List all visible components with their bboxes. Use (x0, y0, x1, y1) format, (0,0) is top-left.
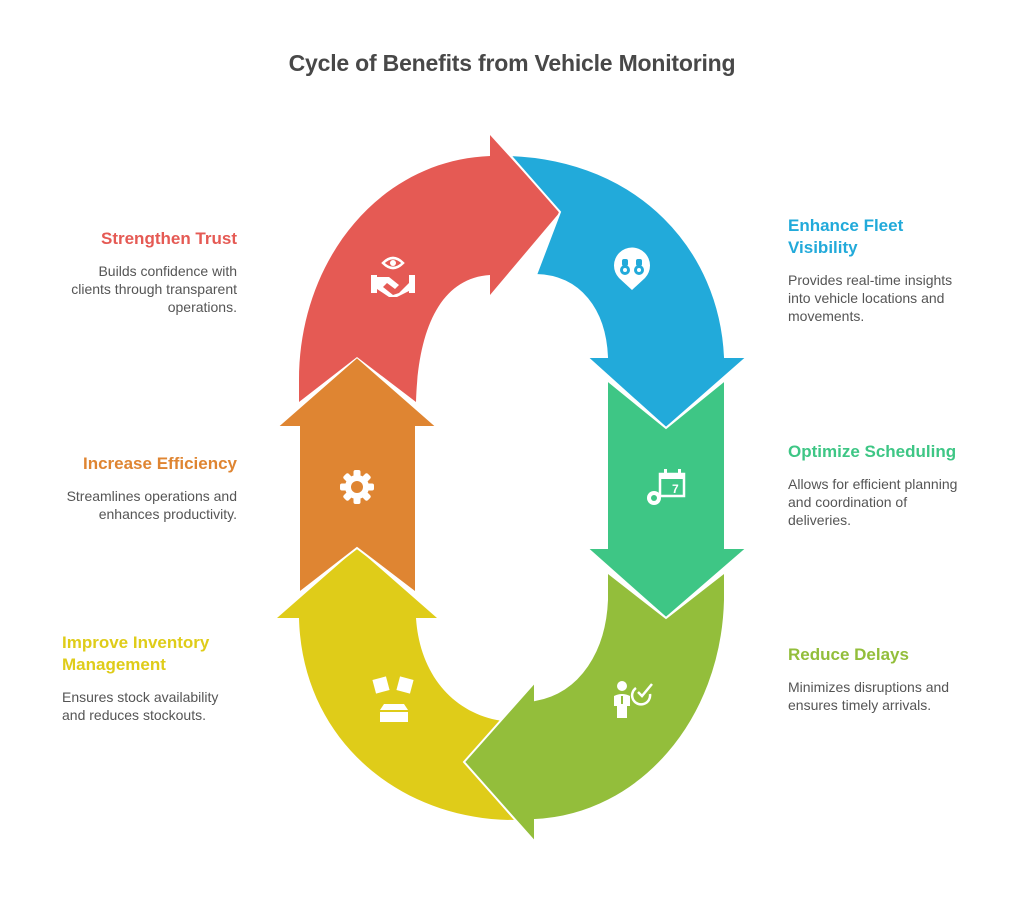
step-optimize-scheduling: Optimize Scheduling Allows for efficient… (788, 441, 998, 529)
desc-line: Builds confidence with (98, 263, 237, 279)
heading-line: Visibility (788, 238, 858, 257)
desc-line: clients through transparent (71, 281, 237, 297)
gear-icon (340, 470, 374, 504)
step-heading: Reduce Delays (788, 645, 909, 664)
step-description: Ensures stock availability and reduces s… (62, 688, 262, 724)
segment-improve-inventory (277, 548, 514, 820)
step-heading: Strengthen Trust (100, 229, 237, 248)
step-increase-efficiency: Increase Efficiency Streamlines operatio… (37, 453, 237, 523)
calendar-gear-icon: 7 (647, 469, 686, 505)
step-description: Streamlines operations and enhances prod… (37, 487, 237, 523)
desc-line: enhances productivity. (98, 506, 237, 522)
step-heading: Increase Efficiency (82, 454, 237, 473)
step-heading: Optimize Scheduling (788, 442, 957, 461)
desc-line: Minimizes disruptions and (788, 679, 950, 695)
heading-line: Improve Inventory (62, 633, 210, 652)
svg-text:7: 7 (672, 482, 679, 496)
diagram-title: Cycle of Benefits from Vehicle Monitorin… (288, 50, 736, 76)
desc-line: Provides real-time insights (788, 272, 953, 288)
step-description: Provides real-time insights into vehicle… (788, 271, 988, 325)
step-enhance-fleet-visibility: Enhance Fleet Visibility Provides real-t… (788, 215, 988, 325)
step-strengthen-trust: Strengthen Trust Builds confidence with … (37, 228, 237, 316)
handshake-eye-icon (371, 256, 415, 297)
ballot-box-icon (372, 676, 414, 722)
desc-line: Streamlines operations and (66, 488, 237, 504)
desc-line: Allows for efficient planning (788, 476, 958, 492)
desc-line: and reduces stockouts. (62, 707, 206, 723)
step-heading: Improve Inventory Management (62, 632, 262, 676)
step-heading: Enhance Fleet Visibility (788, 215, 988, 259)
heading-line: Enhance Fleet (788, 216, 904, 235)
desc-line: operations. (167, 299, 237, 315)
step-description: Builds confidence with clients through t… (37, 262, 237, 316)
step-improve-inventory: Improve Inventory Management Ensures sto… (62, 632, 262, 724)
desc-line: and coordination of (788, 494, 908, 510)
step-reduce-delays: Reduce Delays Minimizes disruptions and … (788, 644, 988, 714)
segment-enhance-fleet-visibility (507, 153, 750, 430)
step-description: Allows for efficient planning and coordi… (788, 475, 998, 529)
desc-line: deliveries. (788, 512, 852, 528)
person-check-icon (614, 681, 653, 718)
desc-line: into vehicle locations and (788, 290, 945, 306)
desc-line: Ensures stock availability (62, 689, 219, 705)
heading-line: Management (62, 655, 166, 674)
desc-line: ensures timely arrivals. (788, 697, 932, 713)
segment-reduce-delays (462, 569, 726, 845)
segment-strengthen-trust (299, 135, 560, 402)
desc-line: movements. (788, 308, 865, 324)
step-description: Minimizes disruptions and ensures timely… (788, 678, 988, 714)
segment-optimize-scheduling (584, 377, 750, 620)
binoculars-pin-icon (614, 247, 650, 290)
